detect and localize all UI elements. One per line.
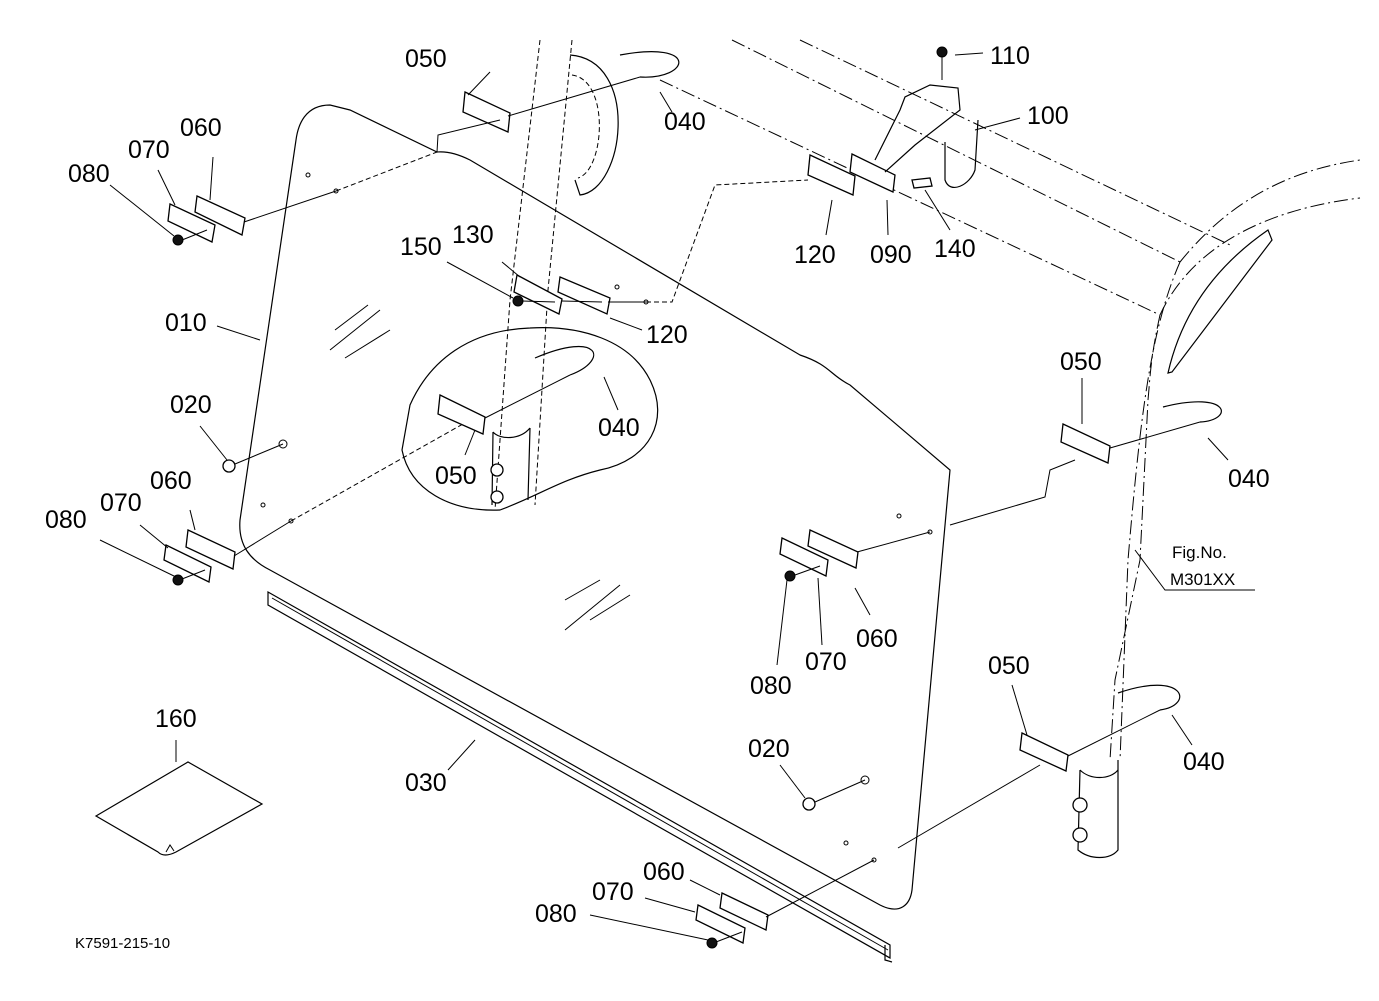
drawing-code: K7591-215-10 (75, 935, 170, 952)
label-050-right[interactable]: 050 (1060, 348, 1102, 376)
label-080-right[interactable]: 080 (750, 672, 792, 700)
label-010[interactable]: 010 (165, 309, 207, 337)
label-150[interactable]: 150 (400, 233, 442, 261)
label-050-bubble[interactable]: 050 (435, 462, 477, 490)
label-160[interactable]: 160 (155, 705, 197, 733)
label-080-bottom[interactable]: 080 (535, 900, 577, 928)
label-050-top[interactable]: 050 (405, 45, 447, 73)
label-110[interactable]: 110 (990, 42, 1030, 70)
label-040-right[interactable]: 040 (1228, 465, 1270, 493)
bottom-rail-030[interactable] (267, 590, 893, 963)
label-120-topright[interactable]: 120 (794, 241, 836, 269)
label-070-right[interactable]: 070 (805, 648, 847, 676)
label-100[interactable]: 100 (1027, 102, 1069, 130)
fig-label: Fig.No. (1172, 543, 1227, 562)
label-080-midleft[interactable]: 080 (45, 506, 87, 534)
label-020-right[interactable]: 020 (748, 735, 790, 763)
label-070-midleft[interactable]: 070 (100, 489, 142, 517)
rops-frame (494, 39, 1361, 859)
label-050-lowerright[interactable]: 050 (988, 652, 1030, 680)
figure-info: Fig.No. M301XX K7591-215-10 (75, 543, 1235, 952)
label-040-top[interactable]: 040 (664, 108, 706, 136)
label-120-center[interactable]: 120 (646, 321, 688, 349)
label-060-right[interactable]: 060 (856, 625, 898, 653)
label-130[interactable]: 130 (452, 221, 494, 249)
fig-number: M301XX (1170, 570, 1235, 589)
label-070-bottom[interactable]: 070 (592, 878, 634, 906)
label-060-bottom[interactable]: 060 (643, 858, 685, 886)
detail-bubble (401, 327, 659, 511)
leader-lines (99, 52, 1255, 941)
part-labels: 050 040 060 070 080 010 020 060 070 080 … (45, 42, 1270, 928)
glass-panel-010[interactable] (239, 104, 951, 910)
label-020-left[interactable]: 020 (170, 391, 212, 419)
label-060-midleft[interactable]: 060 (150, 467, 192, 495)
label-040-bubble[interactable]: 040 (598, 414, 640, 442)
label-090[interactable]: 090 (870, 241, 912, 269)
label-sheet-160 (94, 761, 264, 856)
hardware (163, 46, 1222, 949)
label-040-lowerright[interactable]: 040 (1183, 748, 1225, 776)
label-070-topleft[interactable]: 070 (128, 136, 170, 164)
label-060-topleft[interactable]: 060 (180, 114, 222, 142)
label-030[interactable]: 030 (405, 769, 447, 797)
label-080-topleft[interactable]: 080 (68, 160, 110, 188)
label-140[interactable]: 140 (934, 235, 976, 263)
